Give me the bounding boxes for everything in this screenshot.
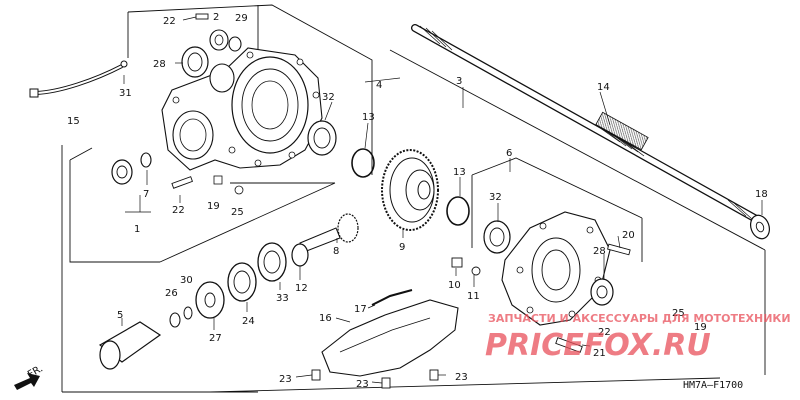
label-8: 8	[333, 246, 339, 257]
final-gear-case	[161, 47, 323, 171]
label-20: 20	[622, 230, 635, 241]
bolt-22-top	[195, 13, 209, 20]
bearing-33	[257, 242, 287, 282]
watermark-line1: ЗАПЧАСТИ И АКСЕССУАРЫ ДЛЯ МОТОТЕХНИКИ	[488, 312, 791, 325]
label-7: 7	[143, 189, 149, 200]
ring-gear-9	[381, 149, 439, 231]
bearing-2	[209, 29, 229, 51]
label-19-left: 19	[207, 201, 220, 212]
watermark-line2: PRICEFOX.RU	[485, 328, 711, 363]
label-22-mid: 22	[172, 205, 185, 216]
label-26: 26	[165, 288, 178, 299]
coupler-27	[195, 281, 225, 319]
label-28-right: 28	[593, 246, 606, 257]
label-14: 14	[597, 82, 610, 93]
label-18: 18	[755, 189, 768, 200]
bearing-12	[291, 243, 309, 267]
circlip-1	[140, 152, 152, 168]
label-19-right: 19	[694, 322, 707, 333]
bolt-20	[607, 243, 631, 256]
nut-10-11	[451, 257, 481, 276]
stud-22	[171, 176, 193, 189]
breather-tube-15	[29, 60, 128, 98]
label-17: 17	[354, 304, 367, 315]
label-31: 31	[119, 88, 132, 99]
pinion-gear-8	[299, 213, 359, 253]
oil-seal-28	[181, 46, 209, 78]
label-24: 24	[242, 316, 255, 327]
label-25-right: 25	[672, 308, 685, 319]
label-32-upper: 32	[322, 92, 335, 103]
label-13-a: 13	[362, 112, 375, 123]
bolt-21	[555, 337, 583, 353]
label-28-top: 28	[153, 59, 166, 70]
bearing-32-lower	[483, 220, 511, 254]
label-5: 5	[117, 310, 123, 321]
label-9: 9	[399, 242, 405, 253]
circlip-29	[228, 36, 242, 52]
oil-seal-28-lower	[590, 278, 614, 306]
label-29: 29	[235, 13, 248, 24]
label-6: 6	[506, 148, 512, 159]
label-23-a: 23	[279, 374, 292, 385]
label-4: 4	[376, 80, 382, 91]
o-ring-13-a	[351, 148, 375, 178]
bracket-17	[371, 289, 413, 306]
label-1: 1	[134, 224, 140, 235]
label-32-lower: 32	[489, 192, 502, 203]
axle-shaft	[411, 24, 762, 224]
part-labels: 22 2 29 28 31 15 4 3 14 32 13 13 6 32 18…	[67, 12, 768, 390]
label-16: 16	[319, 313, 332, 324]
label-22-right: 22	[598, 327, 611, 338]
label-30: 30	[180, 275, 193, 286]
label-27: 27	[209, 333, 222, 344]
bearing-32-upper	[307, 120, 337, 156]
assembly-frame	[61, 4, 766, 393]
label-3: 3	[456, 76, 462, 87]
label-33: 33	[276, 293, 289, 304]
direction-label: FR.	[26, 363, 45, 380]
rear-cover-6	[501, 211, 611, 326]
label-2: 2	[213, 12, 219, 23]
label-13-b: 13	[453, 167, 466, 178]
small-parts-19-25	[213, 175, 244, 195]
label-10: 10	[448, 280, 461, 291]
front-direction-arrow: FR.	[14, 363, 45, 390]
label-25-left: 25	[231, 207, 244, 218]
label-21: 21	[593, 348, 606, 359]
bearing-7	[111, 159, 133, 185]
joint-5	[98, 321, 162, 370]
leader-lines	[121, 16, 763, 384]
label-23-c: 23	[455, 372, 468, 383]
washers-26-30	[169, 306, 193, 328]
label-15: 15	[67, 116, 80, 127]
label-23-b: 23	[356, 379, 369, 390]
diagram-code: HM7A–F1700	[683, 380, 743, 391]
bearing-24	[227, 262, 257, 302]
watermark: ЗАПЧАСТИ И АКСЕССУАРЫ ДЛЯ МОТОТЕХНИКИ PR…	[485, 312, 791, 363]
label-12: 12	[295, 283, 308, 294]
washer-18	[749, 214, 771, 240]
skid-plate-16	[321, 299, 459, 377]
o-ring-13-b	[446, 196, 470, 226]
label-22-top: 22	[163, 16, 176, 27]
label-11: 11	[467, 291, 480, 302]
